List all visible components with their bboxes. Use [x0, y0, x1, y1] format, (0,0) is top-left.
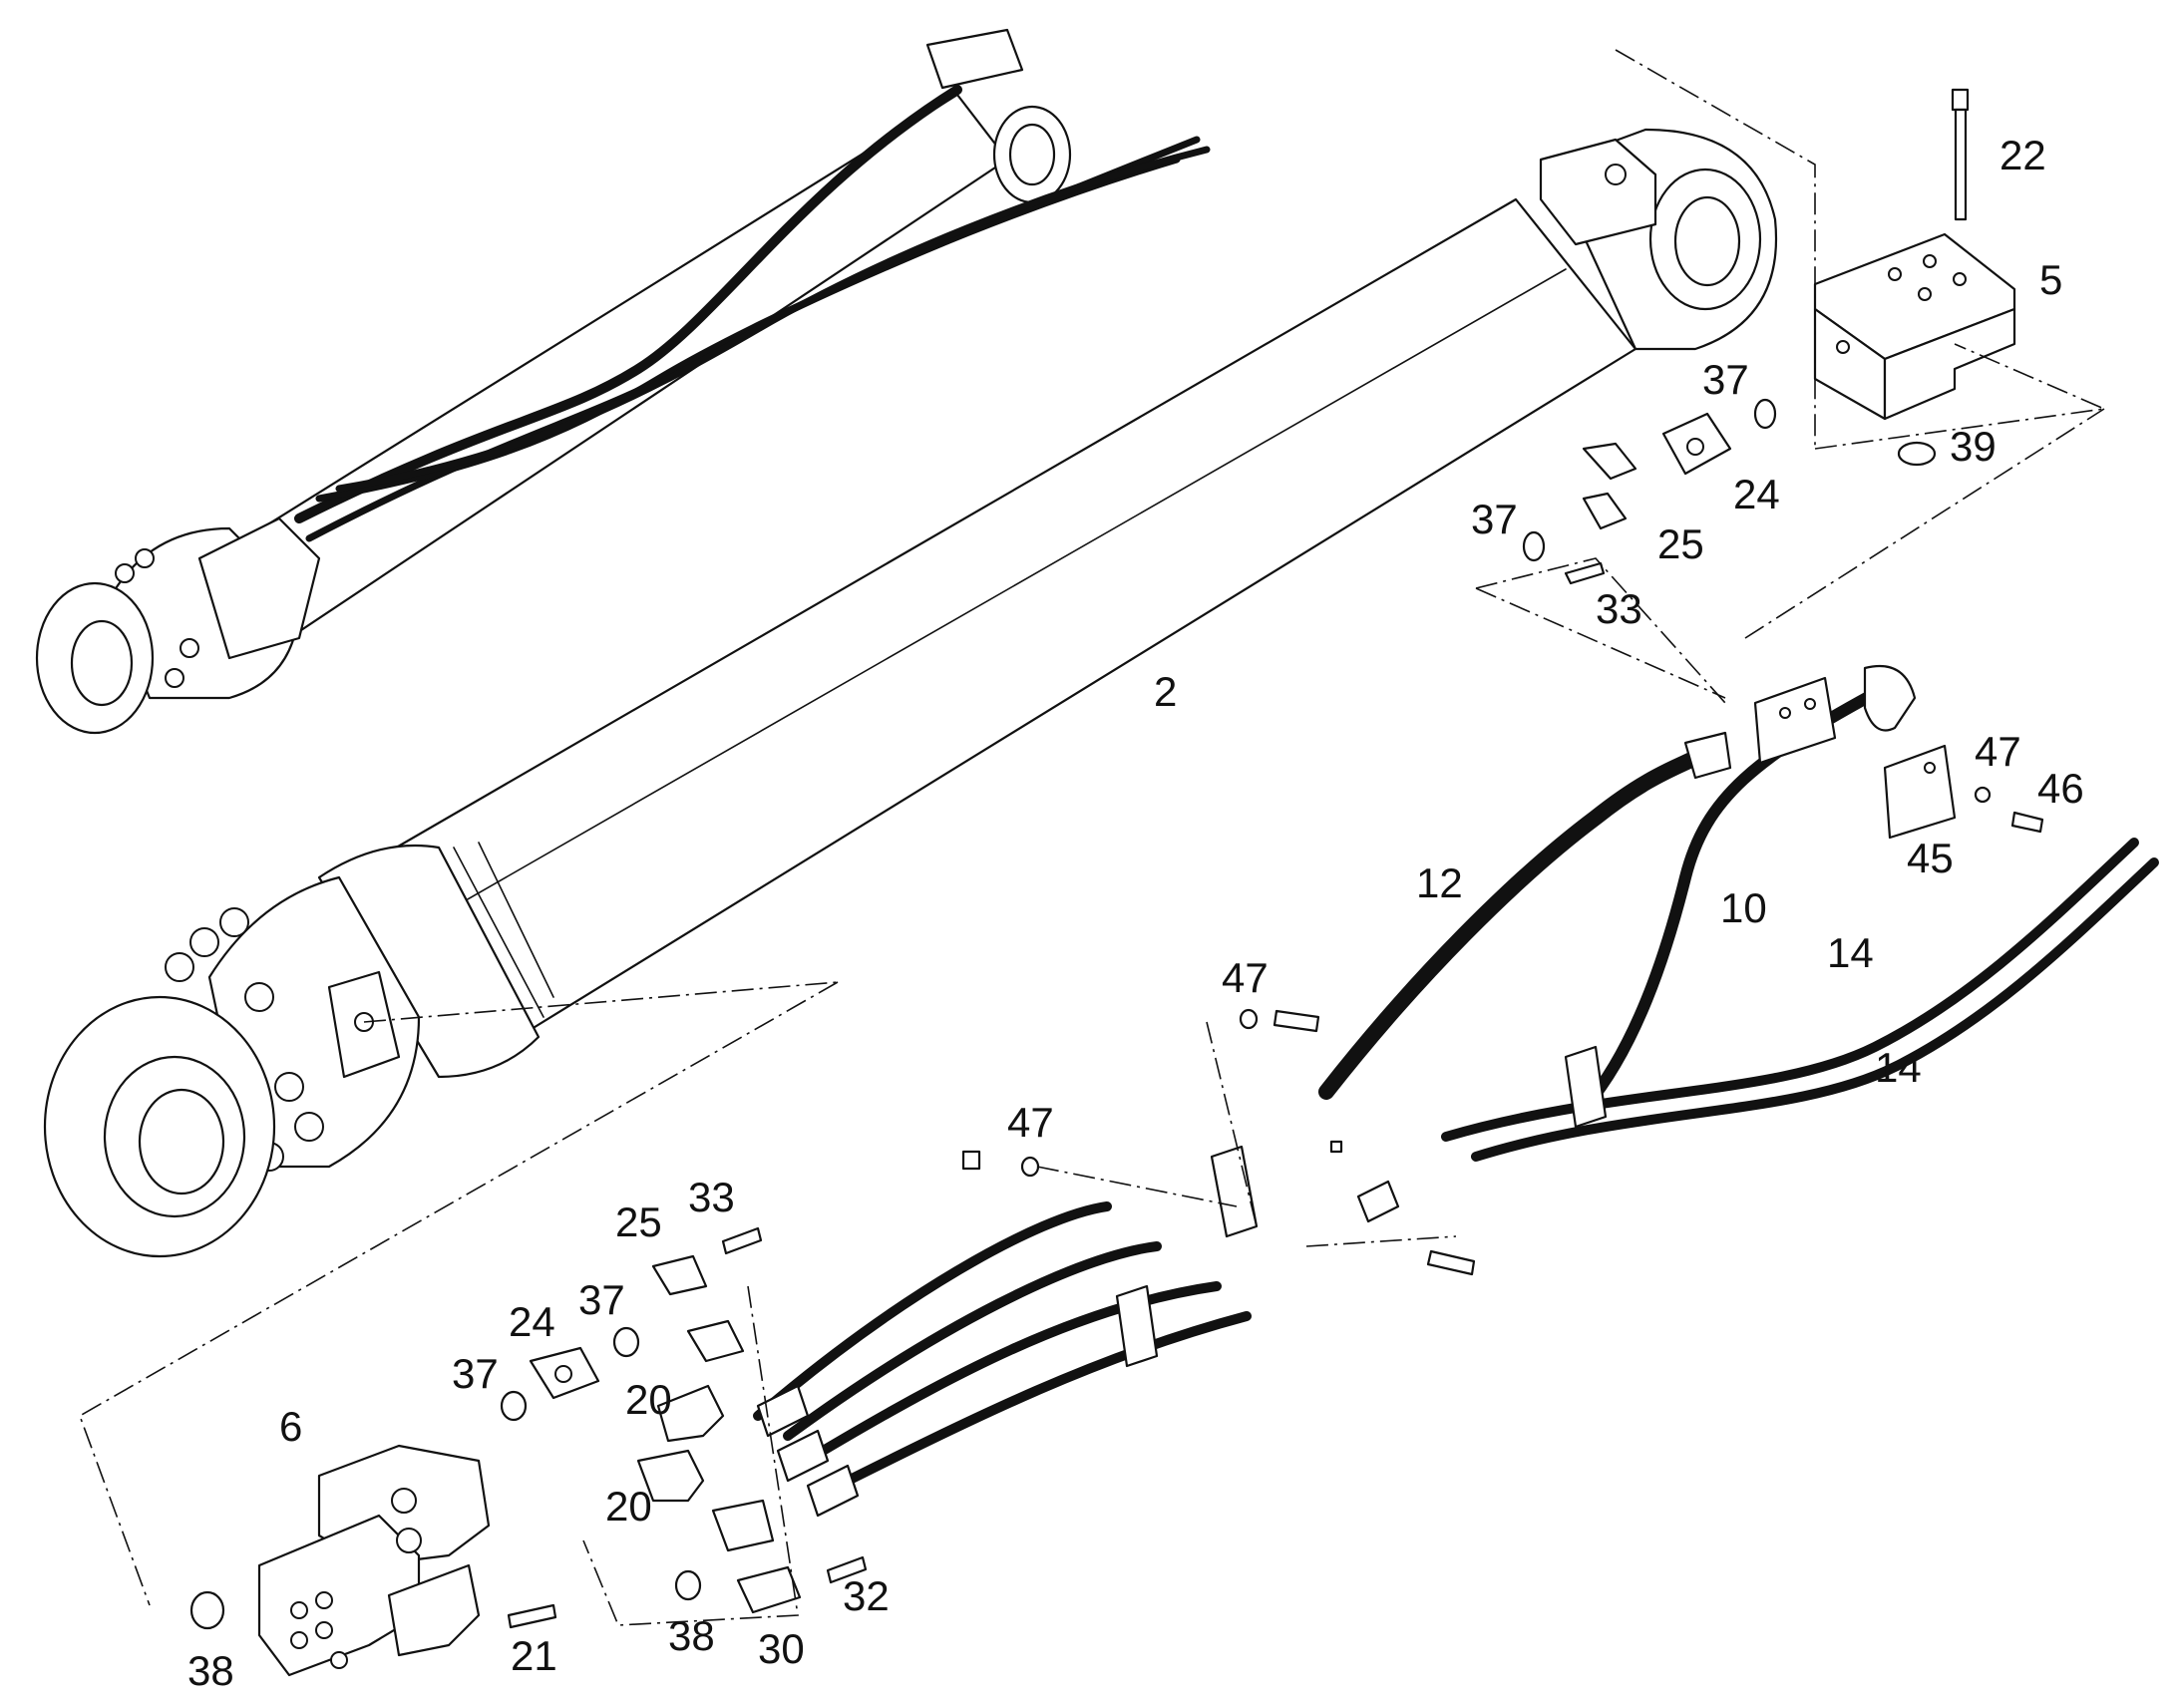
- callout-2: 2: [1154, 668, 1177, 715]
- callout-14-lower: 14: [1875, 1044, 1922, 1091]
- leader-lines: [79, 49, 2107, 1626]
- callout-47-right: 47: [1975, 728, 2021, 775]
- valve-block-5: [1813, 88, 2016, 467]
- callout-25-bottom: 25: [615, 1198, 662, 1245]
- callout-25-top: 25: [1657, 520, 1704, 567]
- main-cylinder-2: [43, 128, 1778, 1258]
- clamp-plates-45: [1753, 664, 2044, 840]
- center-hardware: [961, 1008, 1476, 1276]
- callouts: 22 5 37 39 24 37 25 33 2 47 46 45 12 10 …: [187, 132, 2084, 1694]
- callout-37-bottom-right: 37: [578, 1276, 625, 1323]
- inset-cylinder-assembly: [35, 28, 1211, 735]
- callout-45: 45: [1907, 835, 1954, 881]
- upper-fittings: [1522, 398, 1777, 585]
- hose-assembly: [753, 682, 2159, 1501]
- callout-20-upper: 20: [625, 1376, 672, 1423]
- callout-6: 6: [279, 1403, 302, 1450]
- callout-12: 12: [1416, 859, 1463, 906]
- callout-32: 32: [843, 1572, 890, 1619]
- callout-39: 39: [1950, 423, 1997, 470]
- callout-37-mid: 37: [1471, 496, 1518, 542]
- callout-37-bottom-left: 37: [452, 1350, 499, 1397]
- callout-37-top: 37: [1702, 356, 1749, 403]
- callout-33-top: 33: [1596, 585, 1642, 632]
- callout-10: 10: [1720, 884, 1767, 931]
- callout-47-center: 47: [1222, 954, 1269, 1001]
- callout-21: 21: [511, 1632, 557, 1679]
- callout-38-bottom: 38: [668, 1612, 715, 1659]
- callout-47-left: 47: [1007, 1099, 1054, 1146]
- callout-38-left: 38: [187, 1647, 234, 1694]
- callout-33-bottom: 33: [688, 1174, 735, 1220]
- callout-24-bottom: 24: [509, 1298, 555, 1345]
- callout-24-top: 24: [1733, 471, 1780, 517]
- callout-30: 30: [758, 1625, 805, 1672]
- callout-20-lower: 20: [605, 1483, 652, 1530]
- callout-46: 46: [2037, 765, 2084, 812]
- valve-block-6: [189, 1226, 868, 1677]
- callout-22: 22: [1999, 132, 2046, 178]
- callout-14-upper: 14: [1827, 929, 1874, 976]
- callout-5: 5: [2039, 256, 2062, 303]
